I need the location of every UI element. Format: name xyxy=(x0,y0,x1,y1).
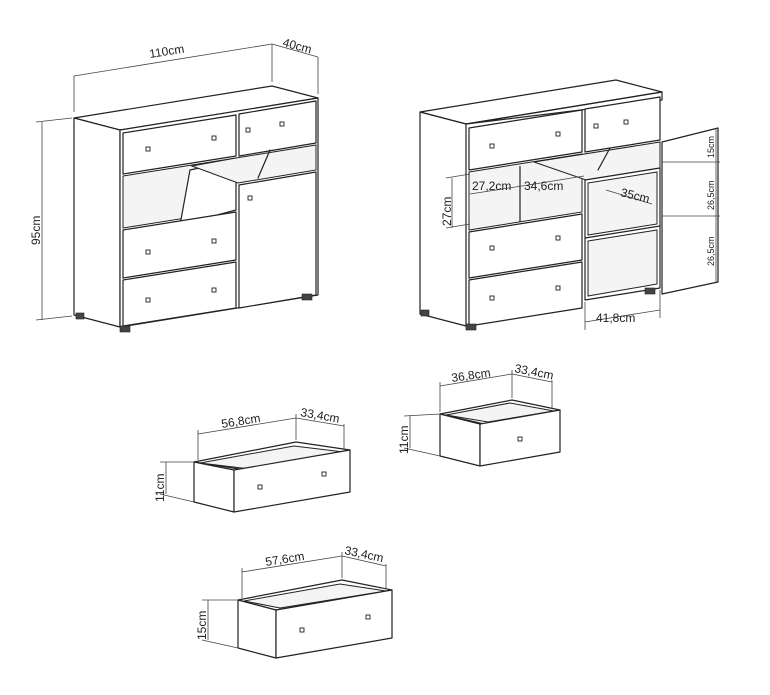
knob xyxy=(489,245,495,251)
knob xyxy=(257,484,263,490)
knob xyxy=(211,135,217,141)
dresser-side-panel xyxy=(73,117,121,328)
foot xyxy=(644,287,656,295)
label-drawer-b-width: 36,8cm xyxy=(450,366,491,385)
label-compartment-depth: 35cm xyxy=(619,185,651,206)
foot xyxy=(119,325,131,333)
open-shelf-middle xyxy=(190,144,317,184)
dim-extension xyxy=(35,315,73,321)
label-top-section: 15cm xyxy=(706,136,716,158)
dim-line-compartment-width xyxy=(584,309,661,323)
drawer-b: 36,8cm 33,4cm 11cm xyxy=(397,361,561,467)
compartment-lower xyxy=(587,229,658,297)
drawer-a: 56,8cm 33,4cm 11cm xyxy=(153,405,351,513)
label-drawer-c-width: 57,6cm xyxy=(264,549,305,569)
knob xyxy=(489,143,495,149)
dim-line-drawer-b-width xyxy=(439,373,513,387)
shelf-edge xyxy=(257,149,271,179)
dim-line-shelf-width xyxy=(469,185,523,195)
knob xyxy=(555,131,561,137)
label-overall-height: 95cm xyxy=(29,216,43,245)
knob xyxy=(623,119,629,125)
knob xyxy=(299,627,305,633)
foot xyxy=(465,323,477,331)
dim-extension xyxy=(159,493,195,503)
knob xyxy=(247,195,253,201)
dim-extension xyxy=(403,447,441,457)
label-bottom-section: 26,5cm xyxy=(706,236,716,266)
label-drawer-c-depth: 33,4cm xyxy=(343,543,384,565)
knob xyxy=(145,249,151,255)
knob xyxy=(145,146,151,152)
knob xyxy=(245,127,251,133)
label-drawer-b-height: 11cm xyxy=(397,426,411,454)
label-compartment-width: 41,8cm xyxy=(596,311,635,325)
dresser-door xyxy=(238,171,317,309)
compartment-shelf xyxy=(584,225,661,239)
interior-drawer-top-left xyxy=(468,109,583,171)
open-door xyxy=(661,127,719,295)
interior-dresser: 27cm 27,2cm 34,6cm 35cm 41,8cm 15cm 26,5… xyxy=(419,79,720,331)
knob xyxy=(489,295,495,301)
label-shelf-height: 27cm xyxy=(440,197,454,226)
knob xyxy=(555,235,561,241)
knob xyxy=(279,121,285,127)
dim-extension xyxy=(403,413,441,417)
dim-line-compartment-depth xyxy=(605,189,653,205)
knob xyxy=(517,436,523,442)
closed-dresser: 110cm 40cm 95cm xyxy=(29,35,319,333)
compartment-upper xyxy=(587,171,658,236)
knob xyxy=(555,285,561,291)
label-overall-width: 110cm xyxy=(148,42,185,61)
dim-line-width xyxy=(73,43,273,77)
label-drawer-b-depth: 33,4cm xyxy=(513,361,554,382)
drawer-middle-left xyxy=(122,211,237,279)
dim-line-middle-width xyxy=(521,175,585,187)
label-middle-section: 26,5cm xyxy=(706,180,716,210)
drawer-top-right xyxy=(238,100,317,157)
dim-extension xyxy=(35,117,73,123)
label-drawer-a-depth: 33,4cm xyxy=(299,405,340,426)
knob xyxy=(145,297,151,303)
interior-drawer-top-right xyxy=(584,96,661,153)
dim-extension xyxy=(445,223,471,229)
dim-extension xyxy=(445,173,471,179)
dim-extension xyxy=(201,639,239,649)
dim-line-depth xyxy=(271,43,319,58)
interior-drawer-middle xyxy=(468,213,583,279)
foot xyxy=(420,309,430,317)
interior-top-edge xyxy=(465,91,663,125)
label-middle-width: 34,6cm xyxy=(524,179,563,193)
label-drawer-c-height: 15cm xyxy=(195,611,209,640)
label-overall-depth: 40cm xyxy=(281,35,313,56)
knob xyxy=(211,238,217,244)
foot xyxy=(75,312,85,320)
interior-drawer-bottom xyxy=(468,261,583,327)
dim-line-drawer-c-depth xyxy=(341,555,387,567)
drawer-c-front xyxy=(275,589,393,659)
drawer-bottom-left xyxy=(122,261,237,327)
drawer-top-left xyxy=(122,114,237,175)
drawer-c-side xyxy=(237,599,277,659)
foot xyxy=(301,293,313,301)
drawer-a-front xyxy=(233,449,351,513)
label-shelf-width: 27,2cm xyxy=(472,179,511,193)
knob xyxy=(211,287,217,293)
label-drawer-a-width: 56,8cm xyxy=(220,411,261,431)
knob xyxy=(593,123,599,129)
dim-line-drawer-a-width xyxy=(197,417,297,435)
drawer-a-side xyxy=(193,461,235,513)
dim-line-drawer-b-depth xyxy=(511,373,553,383)
knob xyxy=(321,471,327,477)
shelf-edge xyxy=(597,147,611,171)
dim-line-drawer-a-depth xyxy=(295,417,345,427)
dim-line-drawer-c-width xyxy=(241,555,343,573)
label-drawer-a-height: 11cm xyxy=(153,474,167,502)
knob xyxy=(365,614,371,620)
drawer-c: 57,6cm 33,4cm 15cm xyxy=(195,543,393,659)
